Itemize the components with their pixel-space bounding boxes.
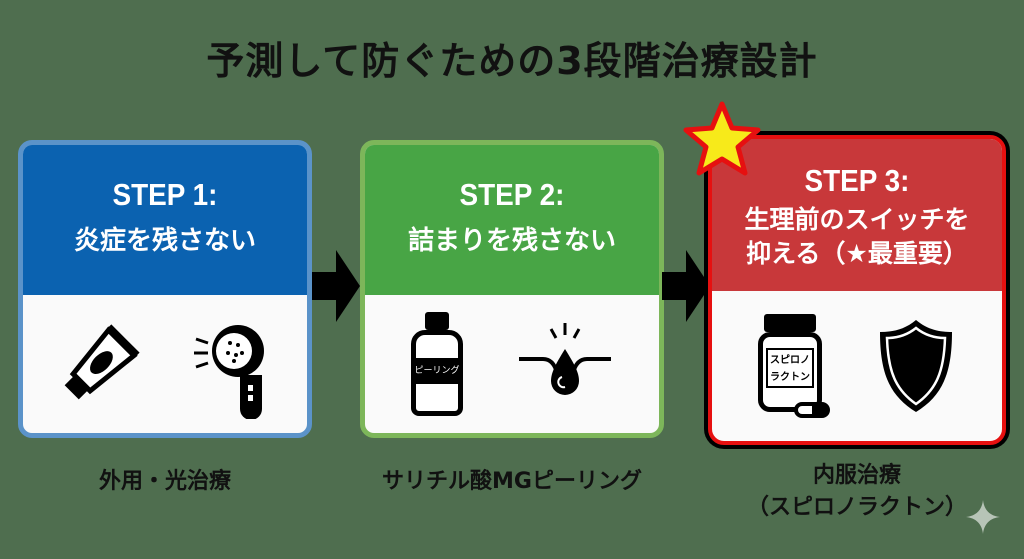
step-3-caption: 内服治療 （スピロノラクトン）: [708, 460, 1006, 524]
step-3-caption-line2: （スピロノラクトン）: [746, 495, 967, 520]
arrow-right-icon: [662, 250, 710, 322]
page-title: 予測して防ぐための3段階治療設計: [206, 39, 818, 83]
bottle-label: ピーリング: [411, 358, 463, 384]
bottle-label-line2: ラクトン: [770, 372, 810, 383]
step-1-header: STEP 1: 炎症を残さない: [23, 145, 307, 295]
ointment-tube-icon: [64, 324, 140, 400]
peeling-bottle-icon: ピーリング: [409, 312, 465, 416]
step-2-header: STEP 2: 詰まりを残さない: [365, 145, 659, 295]
step-2-caption: サリチル酸MGピーリング: [382, 469, 642, 494]
medicine-bottle-icon: スピロノ ラクトン: [758, 314, 832, 418]
step-3-heading-line1: 生理前のスイッチを: [744, 205, 970, 234]
step-1-heading: 炎症を残さない: [73, 226, 256, 256]
step-1-number: STEP 1:: [112, 177, 218, 212]
step-3-header: STEP 3: 生理前のスイッチを 抑える（★最重要）: [712, 139, 1002, 291]
arrow-right-icon: [312, 250, 360, 322]
step-1-caption: 外用・光治療: [98, 469, 231, 494]
star-icon: [683, 101, 761, 176]
step-3-number: STEP 3:: [804, 163, 910, 198]
step-3-heading-line2: 抑える（★最重要）: [746, 239, 968, 268]
capsule-icon: [794, 402, 830, 418]
step-1-card: STEP 1: 炎症を残さない: [18, 140, 312, 438]
step-3-caption-line1: 内服治療: [812, 463, 901, 488]
bottle-label-line1: スピロノ: [770, 355, 810, 366]
shield-icon: [880, 320, 952, 412]
step-2-number: STEP 2:: [459, 177, 565, 212]
led-device-icon: [194, 325, 264, 419]
step-3-card: STEP 3: 生理前のスイッチを 抑える（★最重要） スピロノ ラクトン: [708, 135, 1006, 445]
pore-drop-icon: [519, 323, 611, 395]
sparkle-icon: [966, 500, 1000, 534]
step-2-heading: 詰まりを残さない: [407, 226, 616, 256]
step-2-card: STEP 2: 詰まりを残さない ピーリング: [360, 140, 664, 438]
